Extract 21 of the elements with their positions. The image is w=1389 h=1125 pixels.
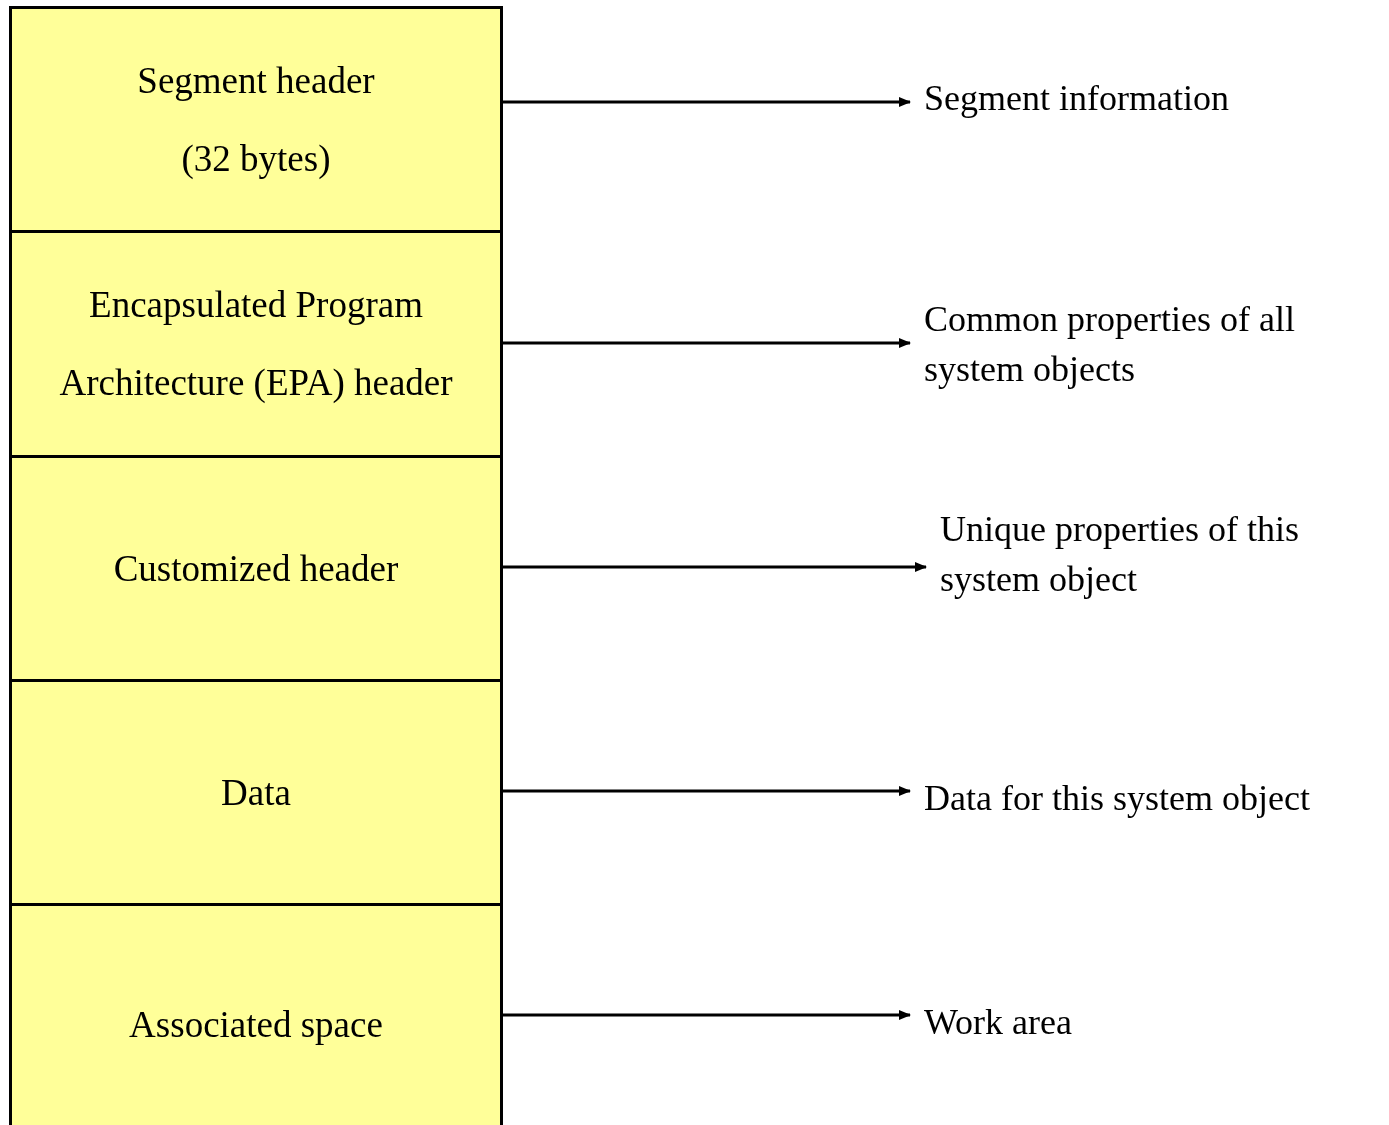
memory-segment [9, 679, 503, 906]
arrow [503, 97, 911, 107]
segment-label: Associated space [129, 1002, 383, 1047]
memory-segment [9, 455, 503, 682]
description-text: Data for this system object [924, 777, 1310, 820]
description-text: Work area [924, 1001, 1072, 1044]
description-text: Segment information [924, 77, 1229, 120]
segment-label: Customized header [113, 546, 399, 591]
arrow [503, 1010, 911, 1020]
memory-segment [9, 6, 503, 233]
arrow [503, 338, 911, 348]
segment-label: Encapsulated Program Architecture (EPA) header [58, 283, 454, 405]
segment-label: Data [221, 770, 291, 815]
description-text: Common properties of all system objects [924, 298, 1296, 391]
description-text: Unique properties of this system object [940, 508, 1300, 601]
arrow [503, 786, 911, 796]
segment-label: (32 bytes) [181, 136, 331, 181]
arrow [503, 562, 927, 572]
segment-label: Segment header [137, 58, 375, 103]
memory-segment [9, 230, 503, 458]
memory-segment [9, 903, 503, 1125]
